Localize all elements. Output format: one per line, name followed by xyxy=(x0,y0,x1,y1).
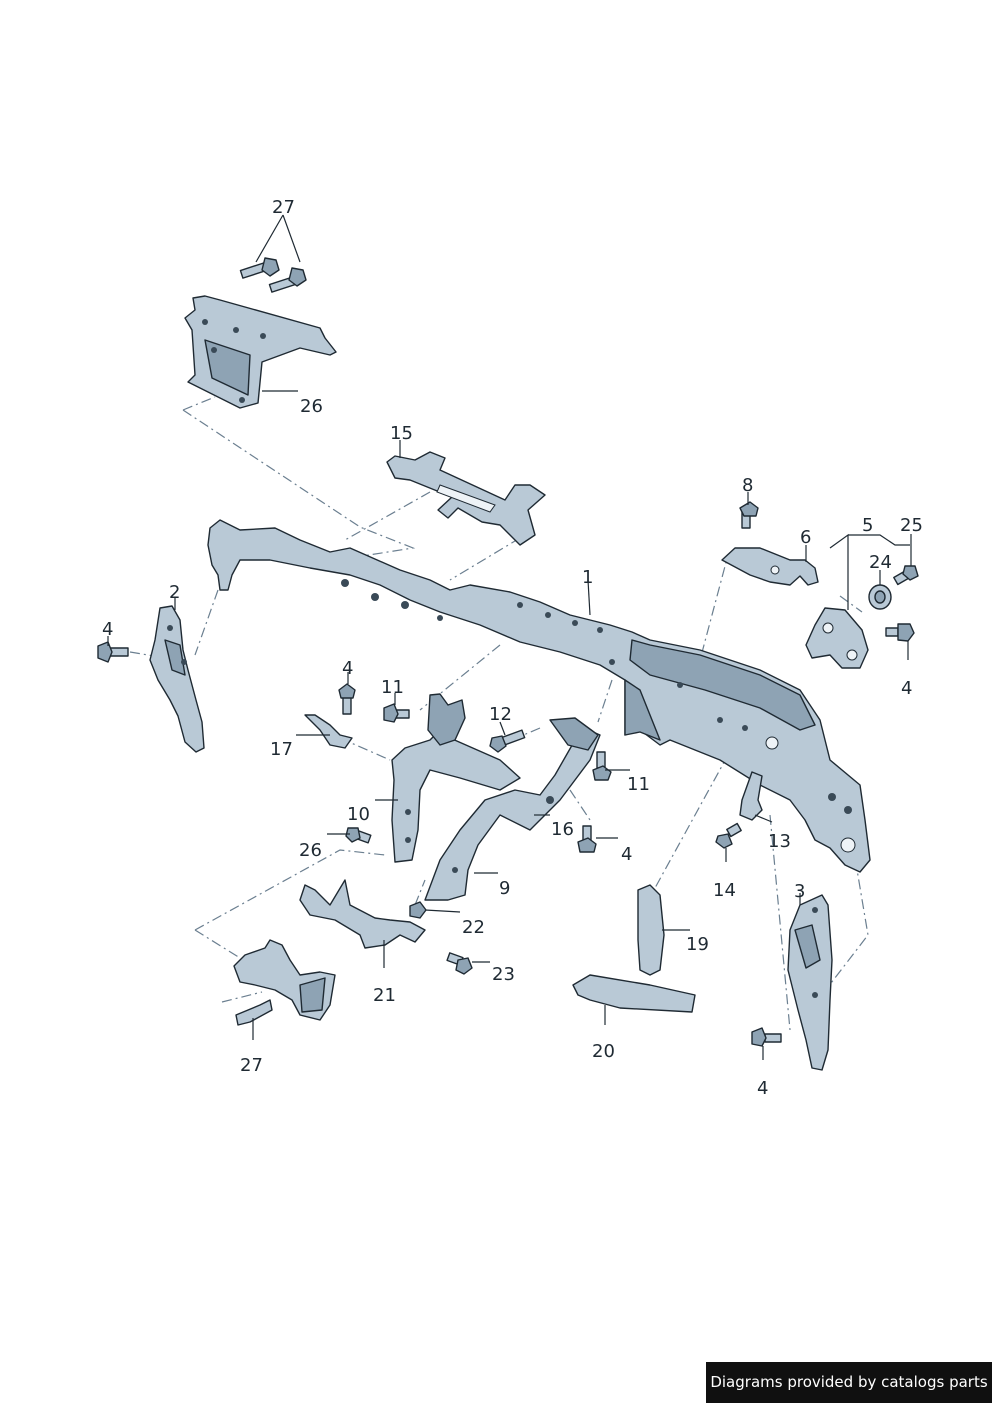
callout-11-right: 11 xyxy=(627,774,650,795)
part-27-lower-bracket xyxy=(233,939,336,1021)
callout-14: 14 xyxy=(713,880,736,901)
bolt-14 xyxy=(715,822,742,849)
bolt-22 xyxy=(409,901,427,919)
callout-6: 6 xyxy=(800,527,811,548)
part-6-bracket xyxy=(721,547,819,586)
callout-13: 13 xyxy=(768,831,791,852)
callout-25: 25 xyxy=(900,515,923,536)
callout-labels: 27 26 15 1 2 4 8 6 5 25 24 4 4 11 12 17 … xyxy=(102,197,923,1099)
callout-8: 8 xyxy=(742,475,753,496)
callout-2: 2 xyxy=(169,582,180,603)
part-1-cross-beam xyxy=(207,519,871,873)
callout-19: 19 xyxy=(686,934,709,955)
bolt-4-center xyxy=(338,683,356,715)
bolt-25 xyxy=(893,565,919,586)
callout-24: 24 xyxy=(869,552,892,573)
callout-4-center-lower: 4 xyxy=(621,844,632,865)
bolt-23 xyxy=(446,952,473,975)
part-5-mount xyxy=(805,607,869,669)
callout-10: 10 xyxy=(347,804,370,825)
callout-26-top: 26 xyxy=(300,396,323,417)
callout-23: 23 xyxy=(492,964,515,985)
bolt-8 xyxy=(739,501,759,529)
callout-5: 5 xyxy=(862,515,873,536)
part-15-support xyxy=(386,451,546,546)
callout-4-right-upper: 4 xyxy=(901,678,912,699)
callout-1: 1 xyxy=(582,567,593,588)
callout-16: 16 xyxy=(551,819,574,840)
part-26-upper-bracket xyxy=(184,295,337,409)
part-3-right-bracket xyxy=(787,894,833,1071)
bolt-11-left xyxy=(383,703,410,723)
bolt-4-right-upper xyxy=(885,623,915,642)
bolt-4-left xyxy=(97,641,129,663)
part-9-brace xyxy=(424,717,601,901)
bolt-4-center-lower xyxy=(577,825,597,853)
part-27-clip xyxy=(235,999,273,1026)
bolt-26-lower xyxy=(345,827,372,844)
bolt-27-right xyxy=(268,267,307,293)
part-24-grommet xyxy=(868,584,892,610)
callout-4-center: 4 xyxy=(342,658,353,679)
part-17-clip xyxy=(304,714,353,749)
callout-20: 20 xyxy=(592,1041,615,1062)
callout-4-right-lower: 4 xyxy=(757,1078,768,1099)
part-13-bracket xyxy=(739,771,763,821)
watermark-banner: Diagrams provided by catalogs parts xyxy=(706,1362,992,1403)
callout-27-top: 27 xyxy=(272,197,295,218)
callout-22: 22 xyxy=(462,917,485,938)
bolt-4-right-lower xyxy=(751,1027,782,1047)
callout-9: 9 xyxy=(499,878,510,899)
part-19-bracket xyxy=(637,884,665,976)
callout-15: 15 xyxy=(390,423,413,444)
part-21-bracket xyxy=(299,879,426,949)
bolt-11-right xyxy=(592,751,612,781)
bolt-12 xyxy=(489,729,526,753)
callout-27-lower: 27 xyxy=(240,1055,263,1076)
callout-11-left: 11 xyxy=(381,677,404,698)
callout-12: 12 xyxy=(489,704,512,725)
callout-21: 21 xyxy=(373,985,396,1006)
part-10-bracket xyxy=(391,693,521,863)
leader-lines xyxy=(107,214,912,1060)
callout-17: 17 xyxy=(270,739,293,760)
callout-26-lower: 26 xyxy=(299,840,322,861)
callout-4-left: 4 xyxy=(102,619,113,640)
callout-3: 3 xyxy=(794,881,805,902)
bolt-27-left xyxy=(239,257,280,279)
part-2-left-bracket xyxy=(149,605,205,753)
part-20-plate xyxy=(572,974,696,1013)
